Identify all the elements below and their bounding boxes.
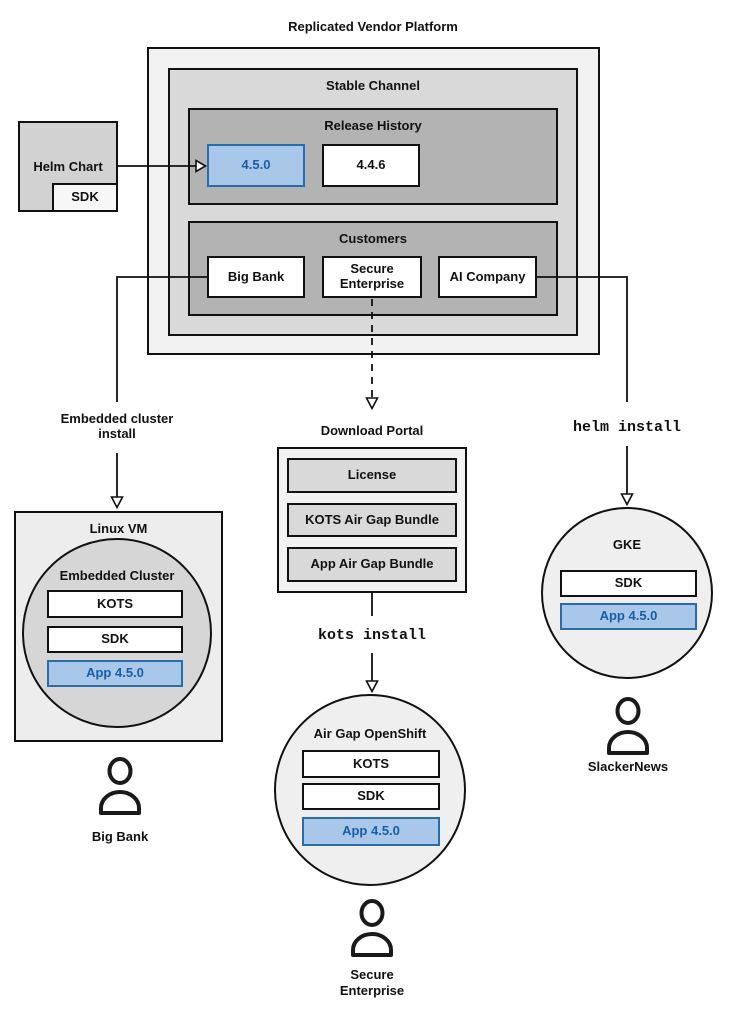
gke-app: App 4.5.0 bbox=[560, 603, 697, 630]
embedded-cluster-kots: KOTS bbox=[47, 590, 183, 618]
portal-kots-airgap-bundle-box: KOTS Air Gap Bundle bbox=[287, 503, 457, 537]
customer-big-bank: Big Bank bbox=[207, 256, 305, 298]
arrow-down-icon bbox=[620, 493, 634, 507]
embedded-cluster-sdk: SDK bbox=[47, 626, 183, 653]
big-bank-persona-label: Big Bank bbox=[91, 829, 149, 844]
helm-install-command-label: helm install bbox=[572, 419, 682, 436]
customer-ai-company: AI Company bbox=[438, 256, 537, 298]
gke-label: GKE bbox=[612, 537, 642, 552]
openshift-kots: KOTS bbox=[302, 750, 440, 778]
release-version-450: 4.5.0 bbox=[207, 144, 305, 187]
download-portal-label: Download Portal bbox=[320, 423, 424, 438]
helm-chart-sdk-box: SDK bbox=[52, 183, 118, 212]
slackernews-persona-label: SlackerNews bbox=[587, 759, 669, 774]
release-history-label: Release History bbox=[324, 118, 422, 133]
openshift-sdk: SDK bbox=[302, 783, 440, 810]
embedded-cluster-app: App 4.5.0 bbox=[47, 660, 183, 687]
person-icon bbox=[99, 757, 141, 815]
portal-license-box: License bbox=[287, 458, 457, 493]
diagram-title: Replicated Vendor Platform bbox=[288, 19, 458, 34]
arrow-down-icon bbox=[365, 397, 379, 411]
linux-vm-label: Linux VM bbox=[89, 521, 148, 536]
helm-chart-label: Helm Chart bbox=[33, 158, 103, 174]
airgap-openshift-label: Air Gap OpenShift bbox=[313, 726, 427, 741]
person-icon bbox=[607, 697, 649, 755]
person-icon bbox=[351, 899, 393, 957]
kots-install-command-label: kots install bbox=[317, 627, 427, 644]
secure-enterprise-persona-label: Secure Enterprise bbox=[339, 967, 405, 999]
gke-sdk: SDK bbox=[560, 570, 697, 597]
portal-app-airgap-bundle-box: App Air Gap Bundle bbox=[287, 547, 457, 582]
embedded-cluster-install-label: Embedded cluster install bbox=[60, 411, 174, 442]
arrow-down-icon bbox=[365, 680, 379, 694]
openshift-app: App 4.5.0 bbox=[302, 817, 440, 846]
stable-channel-label: Stable Channel bbox=[326, 78, 420, 93]
arrow-down-icon bbox=[110, 496, 124, 510]
customers-label: Customers bbox=[339, 231, 407, 246]
customer-secure-enterprise: Secure Enterprise bbox=[322, 256, 422, 298]
release-version-446: 4.4.6 bbox=[322, 144, 420, 187]
embedded-cluster-label: Embedded Cluster bbox=[59, 568, 175, 583]
